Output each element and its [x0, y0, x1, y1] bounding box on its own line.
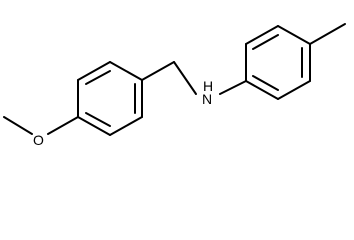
- amine-linker: H N: [141, 61, 247, 107]
- ring-o-bond: [47, 116, 79, 135]
- ring-double-bond: [85, 70, 111, 85]
- n-ch2-bond: [173, 61, 197, 95]
- methoxyphenyl-ring: [77, 61, 143, 136]
- ring-double-bond: [252, 75, 279, 91]
- ring-bond: [109, 116, 143, 136]
- ring-bond: [77, 116, 111, 136]
- molecule-diagram: H N O: [3, 23, 346, 148]
- ring-bond: [77, 61, 111, 81]
- ring-bond: [277, 80, 311, 100]
- ring-double-bond: [85, 112, 111, 127]
- o-methyl-bond: [3, 116, 33, 135]
- methoxy-group: O: [3, 116, 79, 148]
- methyl-bond: [309, 23, 346, 45]
- ring-bond: [109, 61, 143, 81]
- ch2-aryl-bond: [141, 61, 175, 81]
- ring-double-bond: [252, 34, 279, 50]
- ring-bond: [245, 80, 279, 100]
- tolyl-ring: [245, 23, 346, 100]
- ring-bond: [245, 25, 279, 45]
- amine-n-label: N: [202, 91, 212, 107]
- structure-canvas: H N O: [3, 23, 346, 148]
- aryl-n-bond: [219, 80, 247, 95]
- oxygen-label: O: [33, 132, 44, 148]
- amine-h-label: H: [203, 78, 213, 94]
- ring-bond: [277, 25, 311, 45]
